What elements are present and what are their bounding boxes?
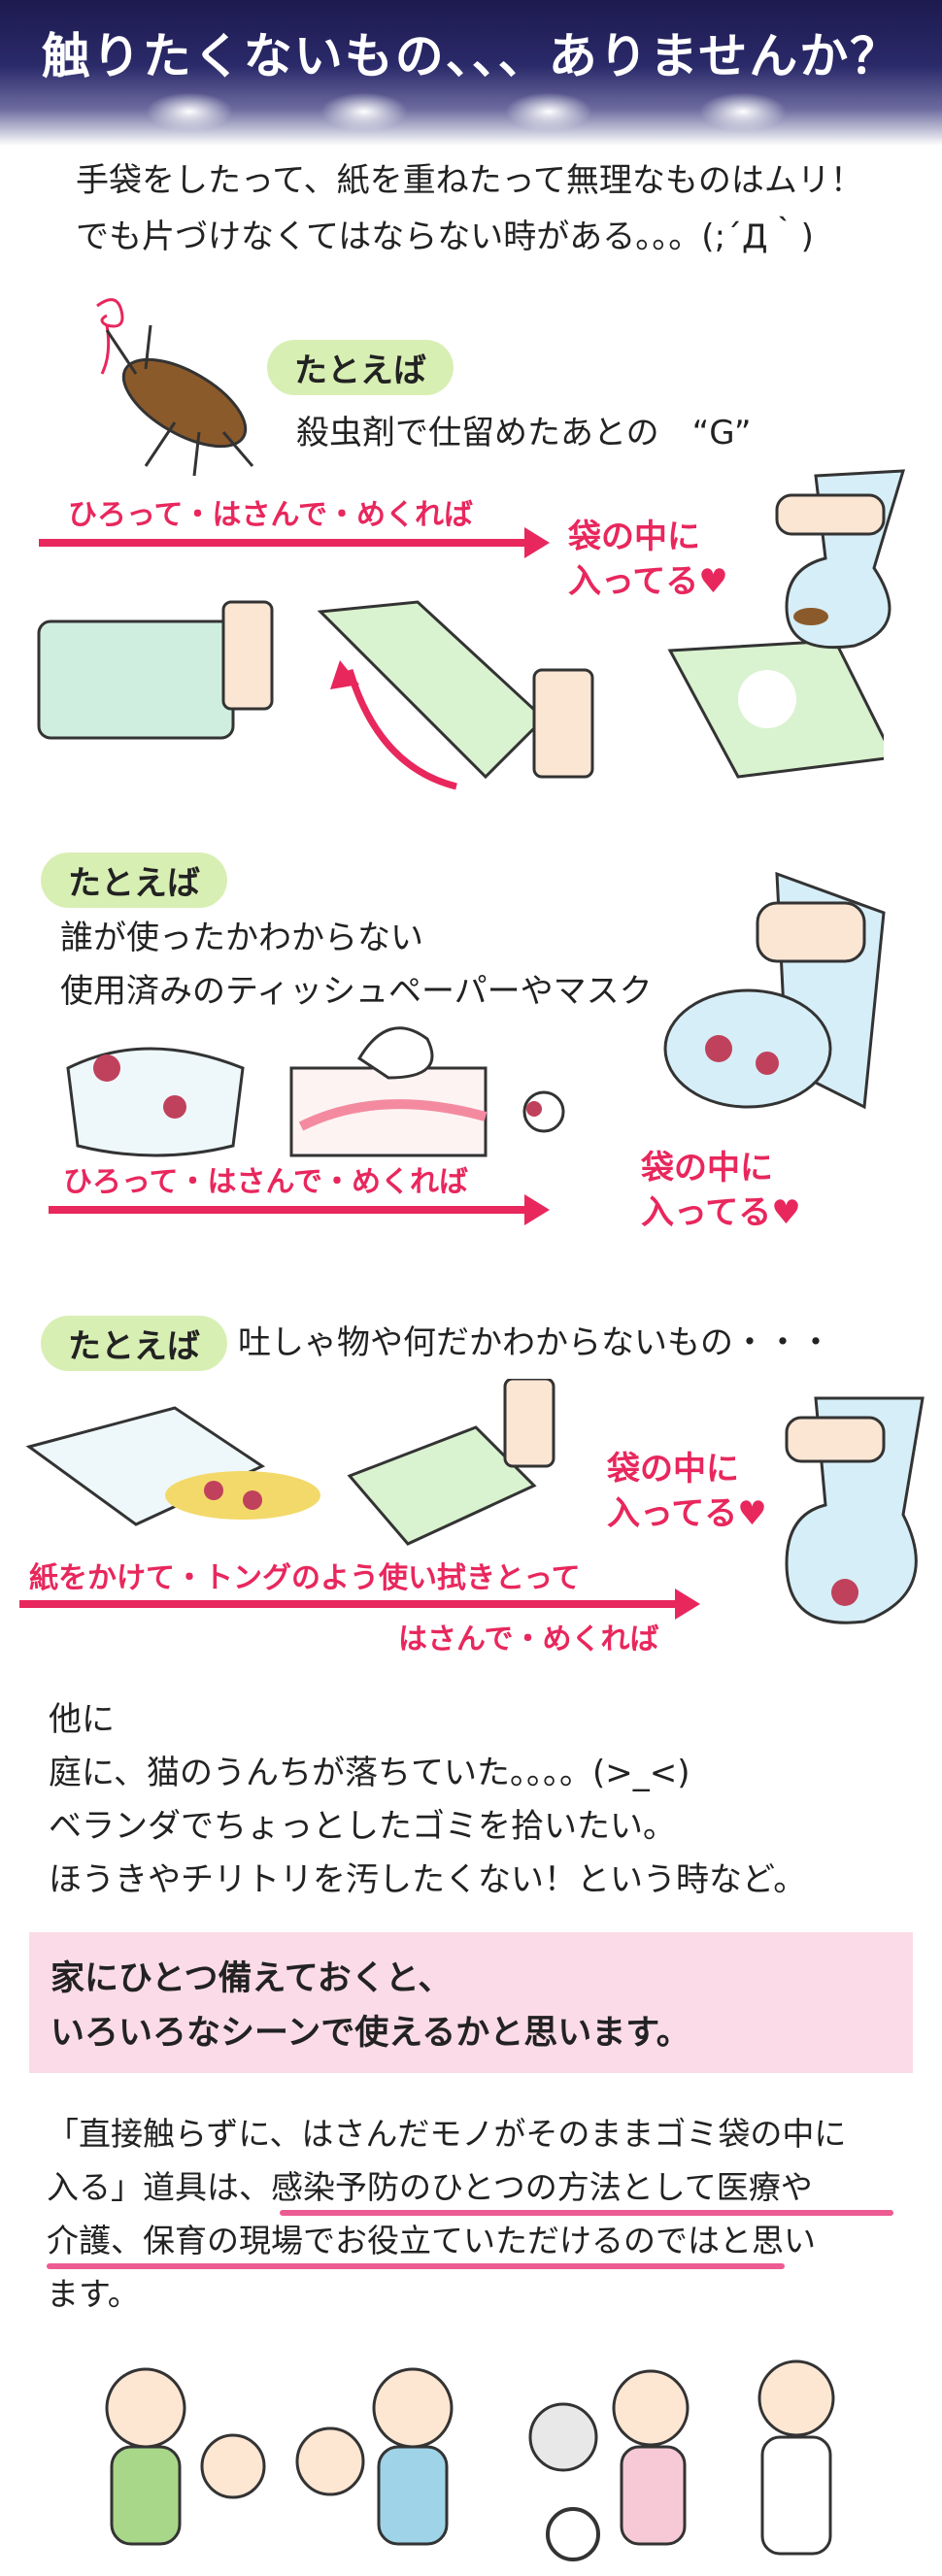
light-glow bbox=[320, 92, 408, 131]
process-arrow bbox=[49, 1206, 529, 1214]
light-glow bbox=[505, 92, 592, 131]
arrow-head bbox=[524, 1194, 550, 1225]
light-glow bbox=[699, 92, 787, 131]
example-description: 吐しゃ物や何だかわからないもの・・・ bbox=[238, 1323, 832, 1362]
closing-line-3: 介護、保育の現場でお役立ていただけるのではと思い bbox=[47, 2222, 816, 2259]
header-banner: 触りたくないもの、、、ありませんか？ bbox=[0, 0, 942, 146]
tool-process-illustration bbox=[37, 600, 884, 790]
example-description-1: 誰が使ったかわからない bbox=[60, 919, 423, 957]
result-label-2: 入ってる♥ bbox=[568, 562, 728, 601]
emphasis-underline bbox=[47, 2263, 785, 2269]
filled-bag-illustration bbox=[663, 871, 886, 1110]
example-tag: たとえば bbox=[267, 340, 454, 395]
arrow-label: 紙をかけて・トングのよう使い拭きとって bbox=[29, 1561, 581, 1595]
intro-line-1: 手袋をしたって、紙を重ねたって無理なものはムリ！ bbox=[76, 161, 863, 200]
example-description-2: 使用済みのティッシュペーパーやマスク bbox=[60, 972, 653, 1011]
example-description: 殺虫剤で仕留めたあとの “G” bbox=[296, 414, 752, 452]
process-arrow bbox=[19, 1600, 680, 1608]
arrow-label: ひろって・はさんで・めくれば bbox=[63, 1165, 468, 1199]
filled-bag-illustration bbox=[785, 1396, 925, 1624]
closing-line-4: ます。 bbox=[47, 2275, 140, 2313]
result-label-2: 入ってる♥ bbox=[607, 1494, 767, 1533]
highlight-box: 家にひとつ備えておくと、 いろいろなシーンで使えるかと思います。 bbox=[29, 1932, 913, 2073]
result-label-1: 袋の中に bbox=[607, 1450, 739, 1489]
filled-bag-illustration bbox=[775, 469, 906, 650]
highlight-line-2: いろいろなシーンで使えるかと思います。 bbox=[50, 2014, 690, 2053]
intro-line-2: でも片づけなくてはならない時がある。。。(;´Д｀) bbox=[76, 217, 814, 256]
arrow-label-2: はさんで・めくれば bbox=[398, 1623, 659, 1656]
others-line-4: ほうきやチリトリを汚したくない！という時など。 bbox=[49, 1860, 807, 1899]
cockroach-illustration bbox=[96, 298, 254, 477]
arrow-label: ひろって・はさんで・めくれば bbox=[68, 498, 473, 532]
arrow-head bbox=[524, 527, 550, 558]
result-label-2: 入ってる♥ bbox=[641, 1193, 801, 1232]
caregivers-illustration bbox=[105, 2359, 835, 2561]
others-line-1: 他に bbox=[49, 1700, 115, 1739]
light-glow bbox=[146, 92, 233, 131]
others-line-3: ベランダでちょっとしたゴミを拾いたい。 bbox=[49, 1807, 676, 1846]
result-label-1: 袋の中に bbox=[641, 1149, 773, 1188]
example-tag: たとえば bbox=[41, 853, 227, 908]
process-arrow bbox=[39, 539, 529, 547]
emphasis-underline bbox=[280, 2210, 893, 2216]
arrow-head bbox=[675, 1589, 700, 1620]
example-tag: たとえば bbox=[41, 1316, 227, 1371]
page-title: 触りたくないもの、、、ありませんか？ bbox=[41, 28, 901, 84]
closing-line-1: 「直接触らずに、はさんだモノがそのままゴミ袋の中に bbox=[47, 2115, 847, 2153]
mask-tissue-illustration bbox=[66, 1026, 565, 1157]
closing-line-2: 入る」道具は、感染予防のひとつの方法として医療や bbox=[47, 2168, 813, 2206]
result-label-1: 袋の中に bbox=[568, 518, 700, 556]
others-line-2: 庭に、猫のうんちが落ちていた。。。。(>_<) bbox=[49, 1754, 690, 1792]
vomit-cleanup-illustration bbox=[25, 1379, 555, 1546]
highlight-line-1: 家にひとつ備えておくと、 bbox=[50, 1959, 453, 1998]
